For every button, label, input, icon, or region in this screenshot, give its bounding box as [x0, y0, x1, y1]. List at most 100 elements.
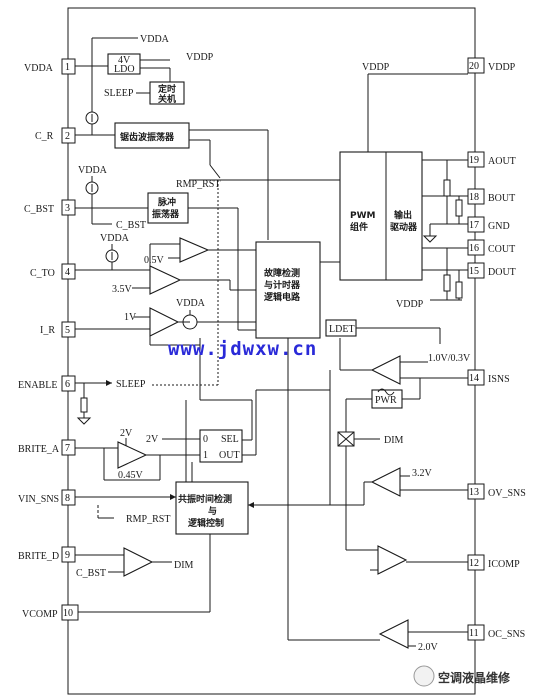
pwm-driver-block [339, 151, 423, 281]
pin-13[interactable] [467, 483, 485, 500]
cbst-signal-label: C_BST [116, 220, 146, 231]
resistor-gnd [455, 199, 463, 217]
vdda-top-label: VDDA [140, 34, 170, 45]
logo-text: 空调液晶维修 [438, 670, 511, 685]
pin-4[interactable] [61, 263, 76, 280]
pin-19-label: AOUT [488, 156, 516, 167]
dim-brite-d-label: DIM [174, 560, 194, 571]
pin-8-number: 8 [65, 493, 70, 504]
pin-20-label: VDDP [488, 62, 516, 73]
sel-in0: 0 [203, 434, 208, 445]
ldo-text-2: LDO [114, 64, 135, 75]
comparator-isns [370, 355, 401, 385]
v10-03-label: 1.0V/0.3V [428, 353, 471, 364]
pin-12-label: ICOMP [488, 559, 520, 570]
pin-18-number: 18 [469, 192, 479, 203]
pin-10-label: VCOMP [22, 609, 58, 620]
right-pins: 20 VDDP 19 AOUT 18 BOUT 17 GND 16 COUT 1… [467, 57, 526, 641]
left-pins: VDDA 1 C_R 2 C_BST 3 C_TO 4 I_R 5 ENABLE… [18, 58, 79, 621]
dotted-feedback [150, 180, 219, 386]
pin-1-number: 1 [65, 62, 70, 73]
pin-18-label: BOUT [488, 193, 515, 204]
ldo-text-1: 4V [118, 55, 131, 66]
v05-label: 0.5V [144, 255, 165, 266]
pin-11-number: 11 [469, 628, 479, 639]
sel-in1: 1 [203, 450, 208, 461]
pin-20[interactable] [467, 57, 485, 74]
pin-3-label: C_BST [24, 204, 54, 215]
pin-14-number: 14 [469, 373, 479, 384]
pin-7-number: 7 [65, 443, 70, 454]
pin-5-label: I_R [40, 325, 55, 336]
fault-logic-section: 故障检测 与计时器 逻辑电路 LDET [255, 241, 441, 641]
fault-text-2: 与计时器 [264, 279, 301, 291]
sawtooth-text: 锯齿波振荡器 [120, 131, 175, 143]
pin-1-label: VDDA [24, 63, 54, 74]
pin-20-number: 20 [469, 61, 479, 72]
sleep-enable-label: SLEEP [116, 379, 146, 390]
comparator-cto-upper [179, 237, 210, 263]
fault-text-3: 逻辑电路 [263, 291, 301, 303]
pin-10-number: 10 [63, 608, 73, 619]
v20-label: 2.0V [418, 642, 439, 653]
pin-3-number: 3 [65, 203, 70, 214]
pin-2-number: 2 [65, 131, 70, 142]
corner-logo: 空调液晶维修 [413, 665, 511, 687]
cbst-bottom-label: C_BST [76, 568, 106, 579]
pin-7-label: BRITE_A [18, 444, 60, 455]
ground-symbol-enable [76, 417, 92, 425]
sawtooth-section: 锯齿波振荡器 RMP_RST [75, 122, 340, 240]
resistor-cout [443, 274, 451, 292]
vdda-cbst-label: VDDA [78, 165, 108, 176]
pin-17-label: GND [488, 221, 510, 232]
chip-outline [67, 7, 476, 695]
pin-12-number: 12 [469, 558, 479, 569]
pin-17-number: 17 [469, 220, 479, 231]
ir-amplifier [149, 307, 180, 337]
driver-text-1: 输出 [394, 209, 412, 221]
pin-9-label: BRITE_D [18, 551, 59, 562]
resonant-time-detect-logic-block [175, 481, 249, 535]
resistor-dout [455, 281, 463, 299]
v32-label: 3.2V [412, 468, 433, 479]
pin-6-number: 6 [65, 379, 70, 390]
cto-section: VDDA 0.5V 3.5V [75, 233, 256, 295]
pin-15-number: 15 [469, 266, 479, 277]
arrow-sleep [106, 380, 112, 386]
resonant-text-1: 共振时间检测 [178, 493, 232, 505]
brite-d-section: DIM C_BST [75, 547, 194, 579]
icomp-section [370, 545, 468, 575]
pin-13-label: OV_SNS [488, 488, 526, 499]
comparator-ovsns [370, 467, 401, 497]
selector-block [199, 429, 243, 463]
v2-label-sel: 2V [146, 434, 159, 445]
pin-8-label: VIN_SNS [18, 494, 59, 505]
vddp-top-label: VDDP [362, 62, 390, 73]
resistor-enable [80, 397, 88, 413]
pin-6-label: ENABLE [18, 380, 57, 391]
timer-text-2: 关机 [158, 93, 176, 105]
pulse-text-1: 脉冲 [157, 196, 176, 208]
vdda-ir-label: VDDA [176, 298, 206, 309]
pin-9-number: 9 [65, 550, 70, 561]
sel-text: SEL [221, 434, 239, 445]
pwm-text-2: 组件 [350, 221, 368, 233]
ocsns-section: 2.0V [378, 619, 468, 653]
vdda-cto-label: VDDA [100, 233, 130, 244]
pwm-driver-section: PWM 组件 输出 驱动器 VDDP VDDP [339, 62, 468, 310]
resistor-bout [443, 179, 451, 197]
arrow-vinsns [170, 494, 176, 500]
ldo-section: VDDA 4V LDO VDDP 定时 关机 SLEEP [75, 34, 214, 135]
resonant-section: RMP_RST 共振时间检测 与 逻辑控制 [75, 400, 249, 612]
fault-text-1: 故障检测 [264, 267, 300, 279]
resonant-text-3: 逻辑控制 [187, 517, 224, 529]
pin-11-label: OC_SNS [488, 629, 525, 640]
arrow-ovsns [248, 502, 254, 508]
pin-13-number: 13 [469, 487, 479, 498]
pin-16-label: COUT [488, 244, 515, 255]
driver-text-2: 驱动器 [390, 222, 418, 233]
ldet-text: LDET [329, 324, 355, 335]
pin-4-label: C_TO [30, 268, 55, 279]
ovsns-section: 3.2V [248, 467, 468, 508]
